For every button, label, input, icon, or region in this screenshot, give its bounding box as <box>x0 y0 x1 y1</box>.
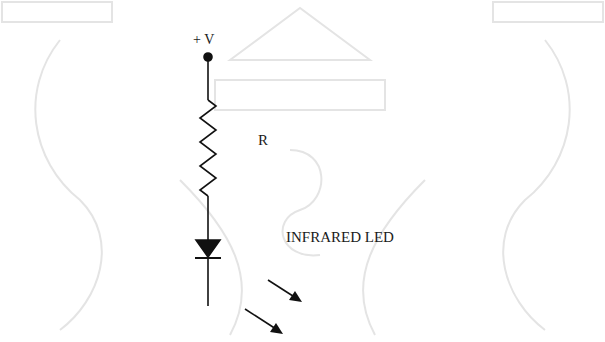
watermark-scroll <box>180 180 242 335</box>
wire <box>207 196 209 240</box>
watermark-scroll <box>35 40 101 330</box>
arrowhead <box>289 291 302 302</box>
wire <box>207 57 209 100</box>
emission-arrow <box>245 309 276 329</box>
diode-symbol <box>196 240 220 257</box>
watermark-crown <box>230 8 370 60</box>
emission-arrow <box>268 280 296 298</box>
arrowhead <box>270 323 283 334</box>
watermark-scroll <box>363 180 425 335</box>
watermark-scroll <box>503 40 569 330</box>
component-label: INFRARED LED <box>286 230 394 245</box>
supply-label: + V <box>193 33 214 47</box>
resistor-symbol <box>200 100 216 196</box>
resistor-label: R <box>258 133 268 148</box>
watermark-band <box>2 2 112 22</box>
watermark-crown <box>215 80 385 110</box>
wire <box>207 258 209 306</box>
watermark-band <box>493 2 603 22</box>
